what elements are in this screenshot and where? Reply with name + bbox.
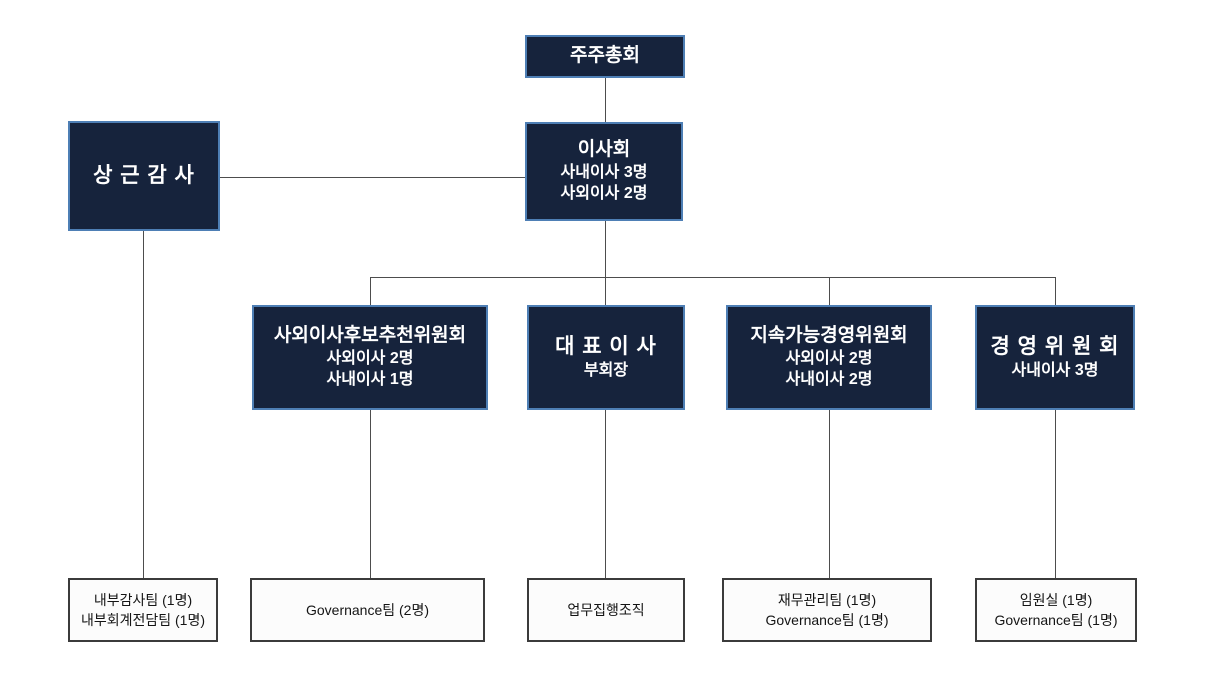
node-nomination-committee: 사외이사후보추천위원회 사외이사 2명 사내이사 1명 (252, 305, 488, 410)
connector-drop-committee-4 (1055, 277, 1056, 305)
team-executive-organization: 업무집행조직 (527, 578, 685, 642)
node-sustainability-committee: 지속가능경영위원회 사외이사 2명 사내이사 2명 (726, 305, 932, 410)
connector-board-stem (605, 221, 606, 277)
connector-committee3-team (829, 410, 830, 578)
node-detail: 사내이사 3명 (560, 164, 648, 182)
team-line: 임원실 (1명) (1019, 591, 1093, 608)
node-detail: 사내이사 1명 (326, 370, 414, 388)
connector-committee1-team (370, 410, 371, 578)
node-standing-auditor: 상 근 감 사 (68, 121, 220, 231)
node-management-committee: 경 영 위 원 회 사내이사 3명 (975, 305, 1135, 410)
team-governance: Governance팀 (2명) (250, 578, 485, 642)
node-ceo: 대 표 이 사 부회장 (527, 305, 685, 410)
node-title: 이사회 (577, 139, 631, 161)
connector-auditor-board (220, 177, 525, 178)
node-title: 경 영 위 원 회 (990, 335, 1120, 359)
team-internal-audit: 내부감사팀 (1명) 내부회계전담팀 (1명) (68, 578, 218, 642)
team-line: 내부감사팀 (1명) (93, 591, 193, 608)
node-detail: 사외이사 2명 (785, 350, 873, 368)
connector-drop-committee-2 (605, 277, 606, 305)
node-title: 주주총회 (570, 45, 640, 67)
node-title: 상 근 감 사 (93, 164, 195, 188)
connector-committees-bus (370, 277, 1055, 278)
team-line: 재무관리팀 (1명) (777, 591, 877, 608)
team-executive-office: 임원실 (1명) Governance팀 (1명) (975, 578, 1137, 642)
team-financial-management: 재무관리팀 (1명) Governance팀 (1명) (722, 578, 932, 642)
team-line: Governance팀 (2명) (305, 601, 430, 618)
connector-drop-committee-3 (829, 277, 830, 305)
node-title: 사외이사후보추천위원회 (273, 325, 467, 347)
node-detail: 사외이사 2명 (560, 184, 648, 202)
team-line: Governance팀 (1명) (994, 612, 1118, 628)
connector-committee4-team (1055, 410, 1056, 578)
node-board-of-directors: 이사회 사내이사 3명 사외이사 2명 (525, 122, 683, 221)
connector-shareholders-board (605, 78, 606, 122)
node-detail: 사내이사 2명 (785, 370, 873, 388)
node-detail: 사외이사 2명 (326, 350, 414, 368)
node-title: 대 표 이 사 (555, 335, 657, 359)
connector-committee2-team (605, 410, 606, 578)
connector-auditor-team (143, 231, 144, 578)
team-line: 내부회계전담팀 (1명) (80, 612, 206, 628)
node-detail: 부회장 (583, 361, 629, 379)
node-detail: 사내이사 3명 (1011, 361, 1099, 379)
team-line: Governance팀 (1명) (765, 612, 889, 628)
connector-drop-committee-1 (370, 277, 371, 305)
node-shareholders-meeting: 주주총회 (525, 35, 685, 78)
team-line: 업무집행조직 (567, 601, 645, 618)
node-title: 지속가능경영위원회 (750, 325, 908, 347)
